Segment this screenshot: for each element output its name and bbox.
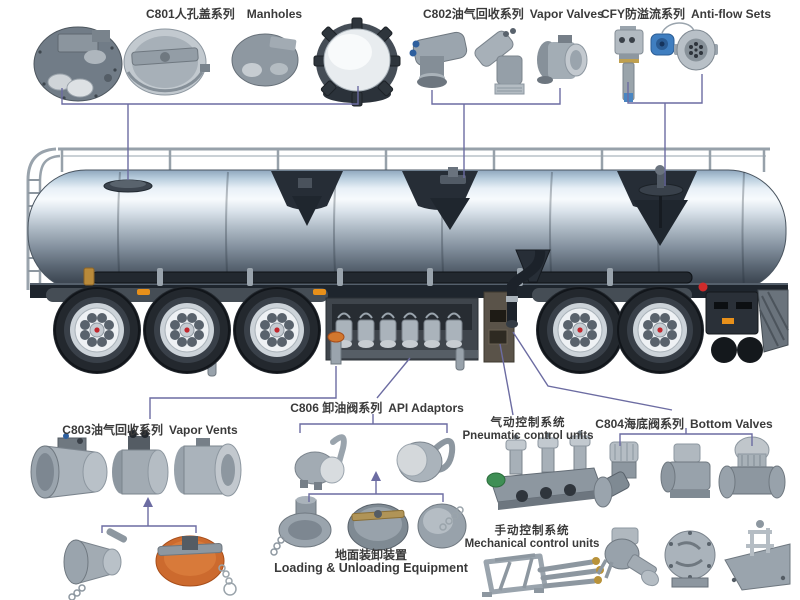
vapor-valve-part-3 bbox=[537, 35, 588, 84]
arrow-loading-equipment bbox=[371, 471, 381, 481]
label-manholes: C801人孔盖系列 Manholes bbox=[146, 5, 302, 22]
connector-api-adaptors bbox=[376, 357, 411, 399]
label-api-adaptors-zh: C806 卸油阀系列 bbox=[290, 401, 383, 415]
label-vapor-vents: C803油气回收系列 Vapor Vents bbox=[62, 421, 237, 438]
label-vapor-vents-en: Vapor Vents bbox=[169, 423, 238, 437]
vapor-vent-part-3 bbox=[174, 438, 242, 497]
label-api-adaptors-en: API Adaptors bbox=[388, 401, 464, 415]
bottom-valve-pipe bbox=[506, 249, 551, 328]
loading-equipment-part-1 bbox=[270, 496, 332, 556]
label-loading-zh: 地面装卸装置 bbox=[334, 548, 408, 562]
label-anti-flow-zh: CFY防溢流系列 bbox=[601, 7, 686, 21]
bracket-loading-equipment bbox=[308, 479, 444, 502]
label-vapor-vents-zh: C803油气回收系列 bbox=[62, 423, 163, 437]
api-adaptor-part-2 bbox=[396, 438, 456, 483]
vapor-vent-accessory-2 bbox=[155, 535, 237, 596]
label-loading-unloading: 地面装卸装置 Loading & Unloading Equipment bbox=[274, 548, 468, 576]
manhole-part-2 bbox=[123, 28, 210, 96]
rear-bumper bbox=[705, 291, 759, 335]
label-manholes-en: Manholes bbox=[246, 7, 303, 21]
vent-on-tank bbox=[292, 178, 322, 226]
connector-vapor-valves bbox=[431, 88, 561, 178]
spill-box-1 bbox=[271, 171, 343, 210]
vapor-vent-accessory-1 bbox=[63, 528, 128, 600]
loading-equipment-part-3 bbox=[417, 503, 467, 549]
manhole-part-4 bbox=[313, 17, 401, 107]
connector-manholes bbox=[61, 86, 359, 180]
bottom-valve-part-1 bbox=[593, 441, 639, 508]
anti-flow-part-2 bbox=[650, 22, 695, 56]
loading-equipment-part-2 bbox=[347, 503, 409, 551]
manhole-part-1 bbox=[33, 26, 123, 102]
vapor-vent-elbow-on-tank bbox=[430, 167, 470, 230]
rear-air-tanks bbox=[711, 337, 763, 363]
api-manifold bbox=[325, 297, 479, 365]
wheel-1 bbox=[52, 285, 142, 375]
label-vapor-valves-en: Vapor Valves bbox=[529, 7, 604, 21]
wheel-4 bbox=[535, 285, 625, 375]
rear-marker-light bbox=[698, 282, 708, 292]
label-bottom-valves-en: Bottom Valves bbox=[690, 417, 773, 431]
bracket-bottom-valves bbox=[619, 428, 753, 446]
manhole-on-tank bbox=[103, 179, 153, 193]
arrow-vapor-vents bbox=[143, 497, 153, 507]
connector-bottom-valves bbox=[512, 331, 673, 411]
bottom-valve-part-5 bbox=[664, 530, 716, 588]
connector-anti-flow bbox=[627, 74, 703, 186]
vapor-vent-part-2 bbox=[112, 430, 169, 495]
label-manholes-zh: C801人孔盖系列 bbox=[146, 7, 235, 21]
wheel-2 bbox=[142, 285, 232, 375]
anti-flow-part-3 bbox=[674, 29, 718, 71]
label-anti-flow-en: Anti-flow Sets bbox=[691, 7, 772, 21]
connector-vapor-vents bbox=[149, 366, 337, 419]
bottom-valve-part-4 bbox=[596, 527, 659, 587]
api-adaptor-part-1 bbox=[294, 434, 347, 490]
label-pneumatic-control: 气动控制系统 Pneumatic control units bbox=[463, 417, 594, 443]
label-bottom-valves: C804海底阀系列 Bottom Valves bbox=[595, 415, 772, 432]
wheel-3 bbox=[232, 285, 322, 375]
anti-overflow-probe-on-tank bbox=[633, 165, 688, 246]
marker-reflector-2 bbox=[313, 289, 326, 295]
tank-handrail bbox=[58, 147, 770, 172]
vapor-valve-part-2 bbox=[474, 28, 525, 95]
label-pneumatic-zh: 气动控制系统 bbox=[490, 417, 566, 429]
rear-mud-flap bbox=[757, 289, 789, 353]
marker-reflector-1 bbox=[137, 289, 150, 295]
bottom-valve-part-3 bbox=[718, 436, 786, 499]
vapor-valve-part-1 bbox=[409, 31, 468, 88]
discharge-pipe bbox=[83, 267, 693, 286]
pneumatic-control-unit bbox=[486, 430, 603, 510]
tanker-truck bbox=[26, 147, 789, 377]
wheel-5 bbox=[615, 285, 705, 375]
connector-pneumatic bbox=[499, 343, 514, 416]
label-vapor-valves: C802油气回收系列 Vapor Valves bbox=[423, 5, 604, 22]
bracket-api-adaptors bbox=[299, 414, 448, 433]
vapor-vent-part-1 bbox=[30, 433, 108, 499]
bottom-valve-part-6 bbox=[724, 520, 791, 591]
label-api-adaptors: C806 卸油阀系列 API Adaptors bbox=[290, 399, 464, 416]
mechanical-control-unit bbox=[482, 553, 604, 597]
manhole-part-3 bbox=[231, 33, 299, 87]
bottom-valve-part-2 bbox=[660, 443, 711, 498]
label-mechanical-control: 手动控制系统 Mechanical control units bbox=[465, 525, 600, 551]
label-mechanical-zh: 手动控制系统 bbox=[494, 525, 570, 537]
label-bottom-valves-zh: C804海底阀系列 bbox=[595, 417, 684, 431]
bracket-vapor-vents-lower bbox=[101, 505, 197, 533]
anti-flow-part-1 bbox=[614, 26, 644, 102]
label-anti-flow-sets: CFY防溢流系列 Anti-flow Sets bbox=[601, 5, 771, 22]
label-pneumatic-en: Pneumatic control units bbox=[462, 429, 594, 442]
vapor-vent-coupling bbox=[327, 331, 345, 365]
label-vapor-valves-zh: C802油气回收系列 bbox=[423, 7, 524, 21]
label-loading-en: Loading & Unloading Equipment bbox=[274, 561, 468, 576]
label-mechanical-en: Mechanical control units bbox=[464, 537, 600, 550]
